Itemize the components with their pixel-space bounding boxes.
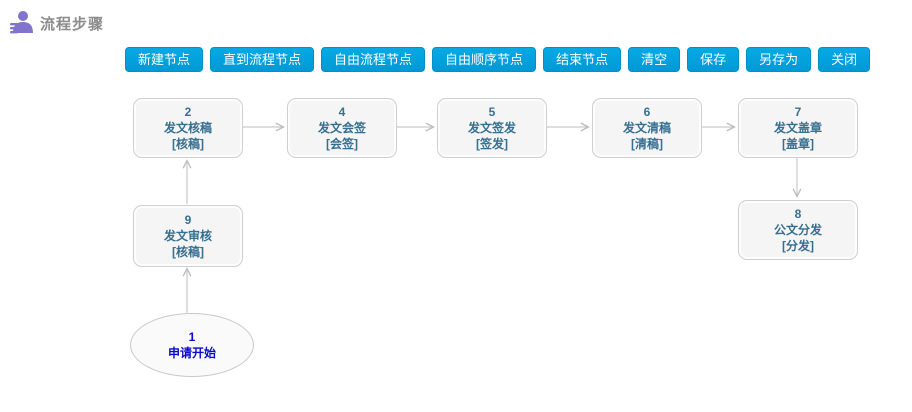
node-title: 发文清稿	[622, 121, 671, 135]
node-number: 5	[488, 105, 496, 119]
flow-node-8[interactable]: 8 公文分发 [分发]	[738, 200, 858, 260]
straight-flow-node-button[interactable]: 直到流程节点	[210, 47, 315, 72]
node-title: 发文核稿	[163, 121, 212, 135]
node-number: 6	[643, 105, 651, 119]
user-icon	[10, 11, 33, 34]
flow-node-7[interactable]: 7 发文盖章 [盖章]	[738, 98, 858, 158]
free-order-node-button[interactable]: 自由顺序节点	[432, 47, 537, 72]
node-number: 2	[184, 105, 192, 119]
node-title: 公文分发	[773, 223, 822, 237]
node-title: 申请开始	[167, 346, 216, 360]
close-button[interactable]: 关闭	[818, 47, 871, 72]
flow-node-5[interactable]: 5 发文签发 [签发]	[437, 98, 547, 158]
node-number: 4	[338, 105, 346, 119]
node-tag: [会签]	[326, 137, 358, 151]
free-flow-node-button[interactable]: 自由流程节点	[321, 47, 426, 72]
flow-node-4[interactable]: 4 发文会签 [会签]	[287, 98, 397, 158]
flow-node-9[interactable]: 9 发文审核 [核稿]	[133, 205, 243, 267]
node-tag: [分发]	[782, 239, 814, 253]
save-as-button[interactable]: 另存为	[746, 47, 812, 72]
save-button[interactable]: 保存	[687, 47, 740, 72]
flow-node-1-start[interactable]: 1 申请开始	[130, 313, 254, 377]
node-number: 1	[188, 330, 196, 344]
node-title: 发文盖章	[773, 121, 822, 135]
node-tag: [核稿]	[172, 137, 204, 151]
page-title: 流程步骤	[40, 16, 105, 33]
clear-button[interactable]: 清空	[628, 47, 681, 72]
node-tag: [签发]	[476, 137, 508, 151]
flow-node-2[interactable]: 2 发文核稿 [核稿]	[133, 98, 243, 158]
node-title: 发文签发	[467, 121, 516, 135]
node-number: 8	[794, 207, 802, 221]
toolbar: 新建节点 直到流程节点 自由流程节点 自由顺序节点 结束节点 清空 保存 另存为…	[125, 47, 871, 72]
flow-node-6[interactable]: 6 发文清稿 [清稿]	[592, 98, 702, 158]
end-node-button[interactable]: 结束节点	[543, 47, 622, 72]
node-tag: [盖章]	[782, 137, 814, 151]
node-tag: [清稿]	[631, 137, 663, 151]
new-node-button[interactable]: 新建节点	[125, 47, 204, 72]
node-tag: [核稿]	[172, 245, 204, 259]
node-title: 发文会签	[317, 121, 366, 135]
node-title: 发文审核	[163, 229, 212, 243]
node-number: 9	[184, 213, 192, 227]
node-number: 7	[794, 105, 802, 119]
